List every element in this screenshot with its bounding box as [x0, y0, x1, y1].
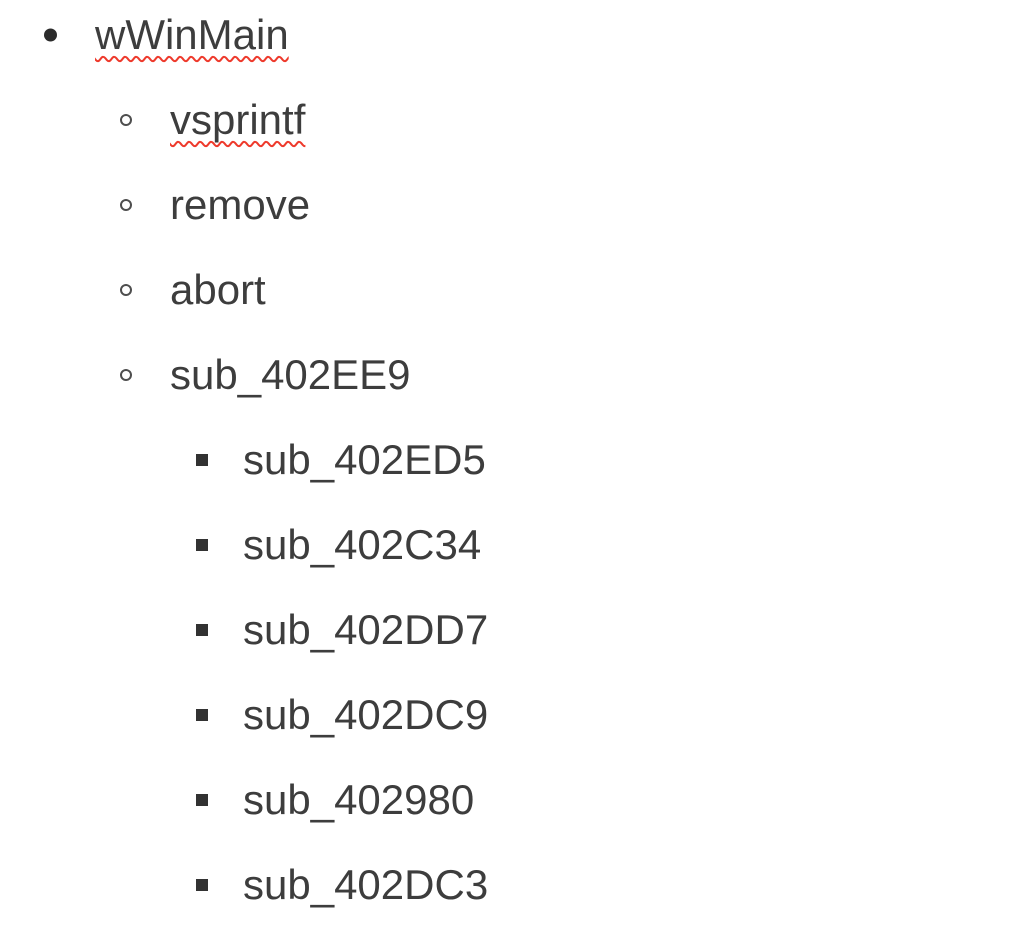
function-name-label: sub_402ED5 — [243, 435, 486, 483]
outline-item-sub-402c34[interactable]: sub_402C34 — [0, 502, 1012, 587]
function-name-label: vsprintf — [170, 95, 306, 143]
square-bullet-icon — [196, 793, 208, 806]
function-name-label: remove — [170, 180, 311, 228]
function-name-label: sub_402DC9 — [243, 690, 489, 738]
circle-bullet-icon — [120, 198, 132, 211]
square-bullet-icon — [196, 538, 208, 551]
outline-item-abort[interactable]: abort — [0, 247, 1012, 332]
function-name-label: sub_402EE9 — [170, 350, 411, 398]
outline-item-sub-402dd7[interactable]: sub_402DD7 — [0, 587, 1012, 672]
function-name-label: sub_402DC3 — [243, 860, 489, 908]
outline-item-sub-402dc3[interactable]: sub_402DC3 — [0, 842, 1012, 927]
disc-bullet-icon — [44, 28, 57, 41]
square-bullet-icon — [196, 708, 208, 721]
function-name-label: sub_402DD7 — [243, 605, 489, 653]
outline-item-sub-402ee9[interactable]: sub_402EE9 — [0, 332, 1012, 417]
outline-item-wwinmain[interactable]: wWinMain — [0, 0, 1012, 77]
outline-item-sub-402dc9[interactable]: sub_402DC9 — [0, 672, 1012, 757]
function-name-label: sub_402980 — [243, 775, 475, 823]
square-bullet-icon — [196, 453, 208, 466]
function-name-label: sub_402C34 — [243, 520, 482, 568]
outline-item-sub-402ed5[interactable]: sub_402ED5 — [0, 417, 1012, 502]
circle-bullet-icon — [120, 113, 132, 126]
function-name-label: wWinMain — [95, 10, 289, 58]
outline-item-vsprintf[interactable]: vsprintf — [0, 77, 1012, 162]
square-bullet-icon — [196, 878, 208, 891]
outline-item-remove[interactable]: remove — [0, 162, 1012, 247]
function-name-label: abort — [170, 265, 266, 313]
outline-item-sub-402980[interactable]: sub_402980 — [0, 757, 1012, 842]
circle-bullet-icon — [120, 283, 132, 296]
square-bullet-icon — [196, 623, 208, 636]
circle-bullet-icon — [120, 368, 132, 381]
